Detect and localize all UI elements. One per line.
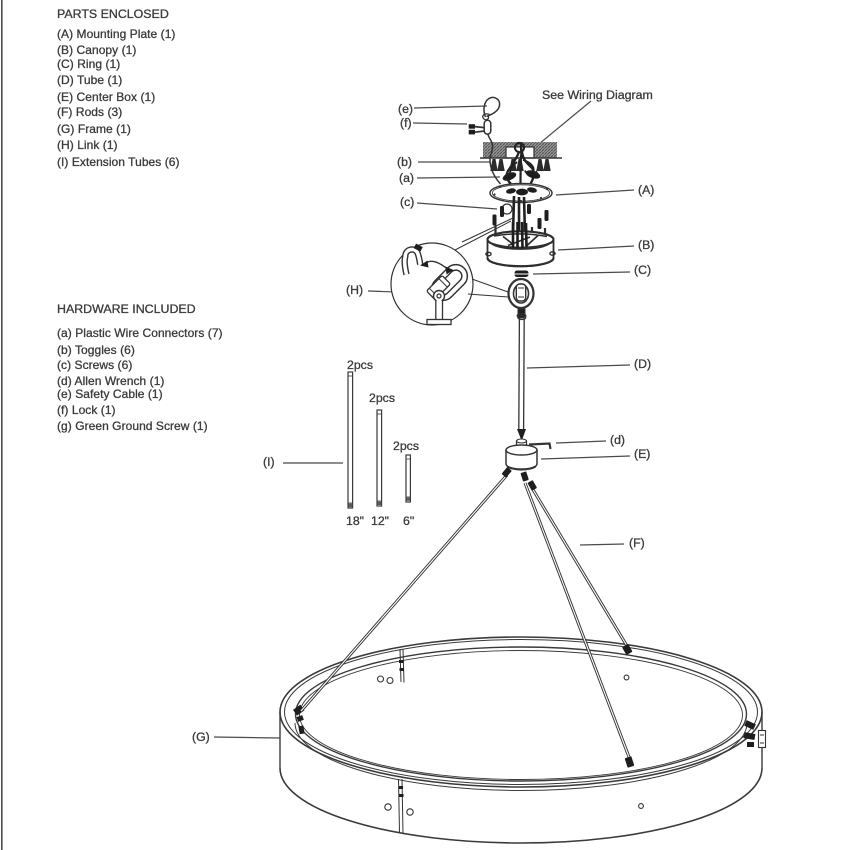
svg-text:(d) Allen Wrench (1): (d) Allen Wrench (1) <box>57 374 164 388</box>
svg-text:(a) Plastic Wire Connectors (7: (a) Plastic Wire Connectors (7) <box>57 326 223 340</box>
svg-text:(e): (e) <box>398 102 413 116</box>
svg-text:(G): (G) <box>192 730 210 744</box>
svg-text:(A) Mounting Plate (1): (A) Mounting Plate (1) <box>57 27 175 41</box>
svg-text:(e) Safety Cable (1): (e) Safety Cable (1) <box>57 387 163 401</box>
svg-text:(a): (a) <box>399 171 414 185</box>
svg-text:PARTS ENCLOSED: PARTS ENCLOSED <box>57 7 169 21</box>
svg-text:2pcs: 2pcs <box>369 391 395 405</box>
svg-text:(D) Tube (1): (D) Tube (1) <box>57 73 122 87</box>
svg-text:18": 18" <box>346 514 364 528</box>
svg-text:(c) Screws (6): (c) Screws (6) <box>57 358 132 372</box>
svg-text:HARDWARE INCLUDED: HARDWARE INCLUDED <box>57 302 196 316</box>
svg-text:2pcs: 2pcs <box>393 439 419 453</box>
svg-text:6": 6" <box>403 514 414 528</box>
svg-text:(I): (I) <box>263 455 275 469</box>
svg-text:(b) Toggles (6): (b) Toggles (6) <box>57 343 135 357</box>
svg-text:(G) Frame (1): (G) Frame (1) <box>57 122 131 136</box>
svg-text:(C) Ring (1): (C) Ring (1) <box>57 57 120 71</box>
svg-text:(H): (H) <box>346 283 363 297</box>
svg-text:(D): (D) <box>634 357 651 371</box>
svg-text:12": 12" <box>371 514 389 528</box>
svg-text:(d): (d) <box>610 433 625 447</box>
svg-text:(I) Extension Tubes (6): (I) Extension Tubes (6) <box>57 155 180 169</box>
svg-text:(H) Link (1): (H) Link (1) <box>57 138 118 152</box>
svg-text:(b): (b) <box>397 155 412 169</box>
svg-text:(E) Center Box (1): (E) Center Box (1) <box>57 90 155 104</box>
svg-text:See Wiring Diagram: See Wiring Diagram <box>542 88 653 102</box>
svg-text:(f): (f) <box>400 116 412 130</box>
svg-text:(E): (E) <box>634 447 650 461</box>
svg-text:(f) Lock (1): (f) Lock (1) <box>57 403 116 417</box>
svg-text:(F) Rods (3): (F) Rods (3) <box>57 105 122 119</box>
svg-text:(g) Green Ground Screw (1): (g) Green Ground Screw (1) <box>57 419 208 433</box>
svg-text:(F): (F) <box>629 536 645 550</box>
svg-text:(A): (A) <box>638 183 654 197</box>
svg-text:2pcs: 2pcs <box>347 358 373 372</box>
svg-text:(B) Canopy (1): (B) Canopy (1) <box>57 43 136 57</box>
svg-text:(B): (B) <box>638 238 654 252</box>
svg-text:(C): (C) <box>634 263 651 277</box>
svg-text:(c): (c) <box>400 195 414 209</box>
